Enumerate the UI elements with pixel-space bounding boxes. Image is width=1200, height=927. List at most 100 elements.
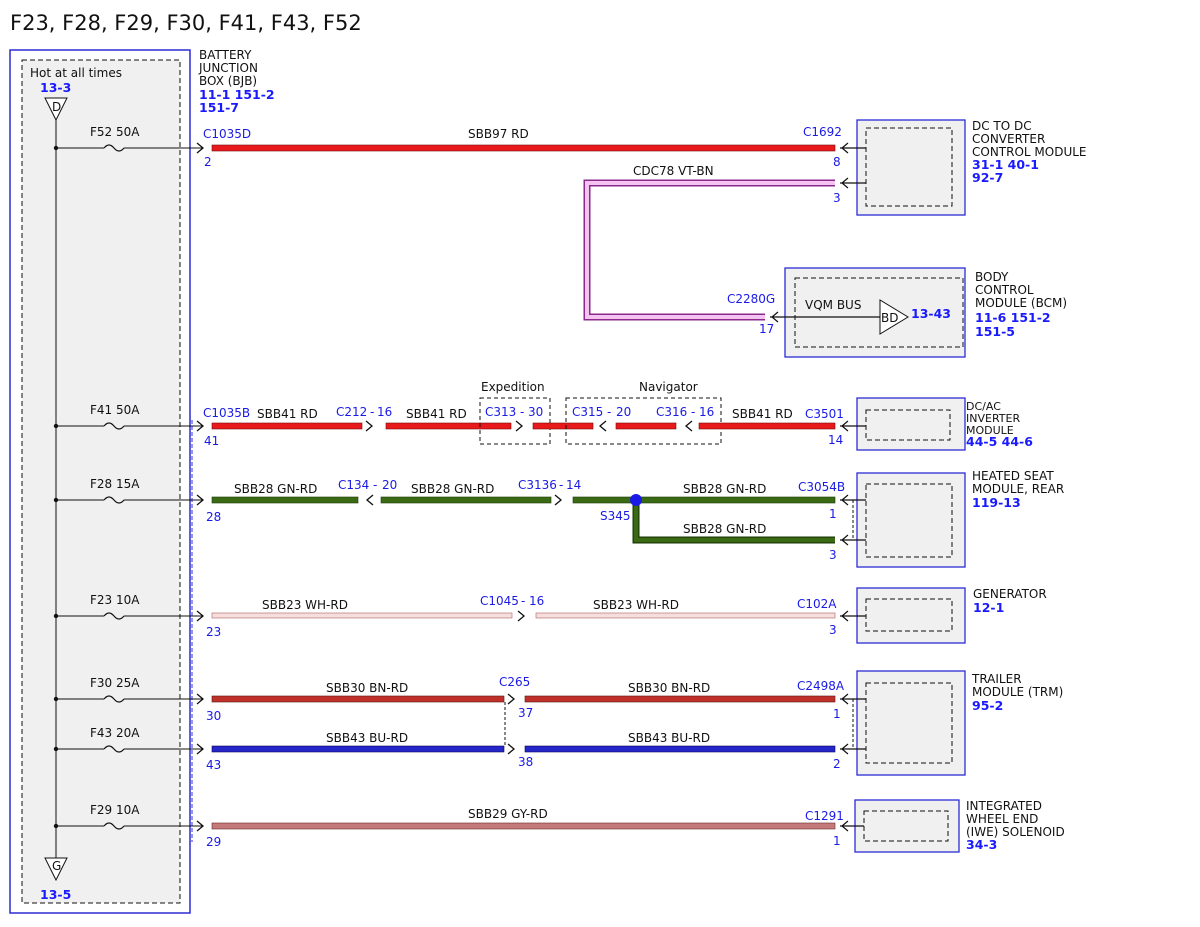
conn-c134: C134 [338, 478, 369, 492]
module-iwe: INTEGRATED WHEEL END (IWE) SOLENOID 34-3 [840, 799, 1065, 853]
wire-sbb23-a [211, 612, 513, 619]
iwe-pin-arrow [840, 820, 864, 832]
wire-sbb30-b [524, 695, 836, 703]
seat-name-2: MODULE, REAR [972, 482, 1064, 496]
wire-sbb41-a [211, 422, 363, 430]
conn-c315: C315 [572, 405, 603, 419]
pin-c1035b: 41 [204, 434, 219, 448]
iwe-name-3: (IWE) SOLENOID [966, 825, 1065, 839]
fuse-f29: F29 10A [53, 803, 205, 832]
fuse-f28: F28 15A [53, 477, 205, 506]
bjb-inner-box [21, 59, 181, 904]
module-generator-inner [865, 598, 953, 632]
dcdc-name-1: DC TO DC [972, 119, 1032, 133]
module-dcac-box [856, 397, 966, 451]
expedition-box [479, 397, 551, 445]
connector-arrow-icon [196, 693, 205, 705]
dcdc-refs-2: 92-7 [972, 170, 1003, 185]
conn-c2498a: C2498A [797, 679, 845, 693]
conn-c315-pin: 20 [616, 405, 631, 419]
c315-arrow [598, 420, 607, 432]
fuse-icon [103, 496, 125, 504]
trm-name-2: MODULE (TRM) [972, 685, 1063, 699]
fuse-f52: F52 50A [53, 125, 205, 154]
wire-sbb43-a [211, 745, 505, 753]
fuse-label: F43 20A [90, 726, 140, 740]
wire-label-sbb28-c: SBB28 GN-RD [683, 482, 766, 496]
fuse-icon [103, 822, 125, 830]
wire-sbb23-b [535, 612, 836, 619]
ground-symbol-icon [44, 857, 68, 882]
wire-label-cdc78: CDC78 VT-BN [633, 164, 714, 178]
conn-c3136-dash: - [559, 478, 563, 492]
wire-sbb28-a [211, 496, 359, 504]
pin-c1291: 1 [833, 834, 841, 848]
module-bcm: C2280G 17 VQM BUS BD 13-43 BODY CONTROL … [727, 267, 1067, 358]
diagram-title: F23, F28, F29, F30, F41, F43, F52 [10, 11, 362, 35]
pin-c2498a-2: 2 [833, 757, 841, 771]
iwe-name-1: INTEGRATED [966, 799, 1042, 813]
module-bcm-inner [794, 277, 964, 348]
hot-ref: 13-3 [40, 80, 71, 95]
c3136-arrow [554, 494, 563, 506]
conn-c316-dash: - [691, 405, 695, 419]
wire-sbb28-d [633, 500, 835, 543]
wire-sbb41-e [698, 422, 836, 430]
c313-arrow [515, 420, 524, 432]
connector-arrow-icon [196, 610, 205, 622]
vqm-bus-label: VQM BUS [805, 298, 861, 312]
fuse-icon [103, 422, 125, 430]
c1045-arrow [517, 610, 526, 622]
fuse-label: F28 15A [90, 477, 140, 491]
dcac-refs-1: 44-5 44-6 [966, 434, 1033, 449]
bcm-name-3: MODULE (BCM) [975, 296, 1067, 310]
wire-label-sbb28-a: SBB28 GN-RD [234, 482, 317, 496]
connector-arrow-icon [196, 142, 205, 154]
dcdc-pin3-arrow [840, 177, 866, 189]
bcm-name-2: CONTROL [975, 283, 1034, 297]
pin-30: 30 [206, 709, 221, 723]
d-symbol-icon [44, 97, 68, 122]
pin-c3054b-1: 1 [829, 507, 837, 521]
circuit-sbb28: 28 SBB28 GN-RD C134 - 20 SBB28 GN-RD C31… [206, 478, 845, 562]
navigator-box [565, 397, 722, 445]
wire-sbb43-b [524, 745, 836, 753]
conn-c316: C316 [656, 405, 687, 419]
wire-label-sbb30-a: SBB30 BN-RD [326, 681, 408, 695]
fuse-label: F23 10A [90, 593, 140, 607]
fuse-label: F30 25A [90, 676, 140, 690]
fuse-f41: F41 50A [53, 403, 205, 432]
dcac-name-2: INVERTER [966, 412, 1020, 425]
module-bcm-box [784, 267, 966, 358]
wire-label-sbb29: SBB29 GY-RD [468, 807, 548, 821]
ground-ref: 13-5 [40, 887, 71, 902]
wire-label-sbb30-b: SBB30 BN-RD [628, 681, 710, 695]
pin-c1692-8: 8 [833, 155, 841, 169]
conn-c134-pin: 20 [382, 478, 397, 492]
conn-c265-pin38: 38 [518, 755, 533, 769]
conn-c1045-pin: 16 [529, 594, 544, 608]
pin-43: 43 [206, 758, 221, 772]
connector-arrow-icon [196, 494, 205, 506]
connector-arrow-icon [196, 743, 205, 755]
pin-c3501: 14 [828, 433, 843, 447]
dcdc-refs-1: 31-1 40-1 [972, 157, 1039, 172]
module-dcdc-box [856, 119, 966, 216]
pin-c2498a-1: 1 [833, 707, 841, 721]
conn-c1045-dash: - [521, 594, 525, 608]
fuse-f30: F30 25A [53, 676, 205, 705]
module-generator-box [856, 587, 966, 644]
iwe-refs-1: 34-3 [966, 837, 997, 852]
seat-name-1: HEATED SEAT [972, 469, 1054, 483]
module-dcdc-inner [865, 127, 953, 207]
wire-label-sbb28-d: SBB28 GN-RD [683, 522, 766, 536]
conn-c2280g: C2280G [727, 292, 775, 306]
module-seat: HEATED SEAT MODULE, REAR 119-13 [840, 469, 1064, 568]
expedition-label: Expedition [481, 380, 545, 394]
bjb-outer-box [9, 49, 191, 914]
wire-label-sbb23-a: SBB23 WH-RD [262, 598, 348, 612]
wire-sbb41-b [385, 422, 512, 430]
wire-cdc78 [585, 181, 835, 319]
conn-c212-dash: - [370, 405, 374, 419]
wire-label-sbb41-b: SBB41 RD [406, 407, 467, 421]
